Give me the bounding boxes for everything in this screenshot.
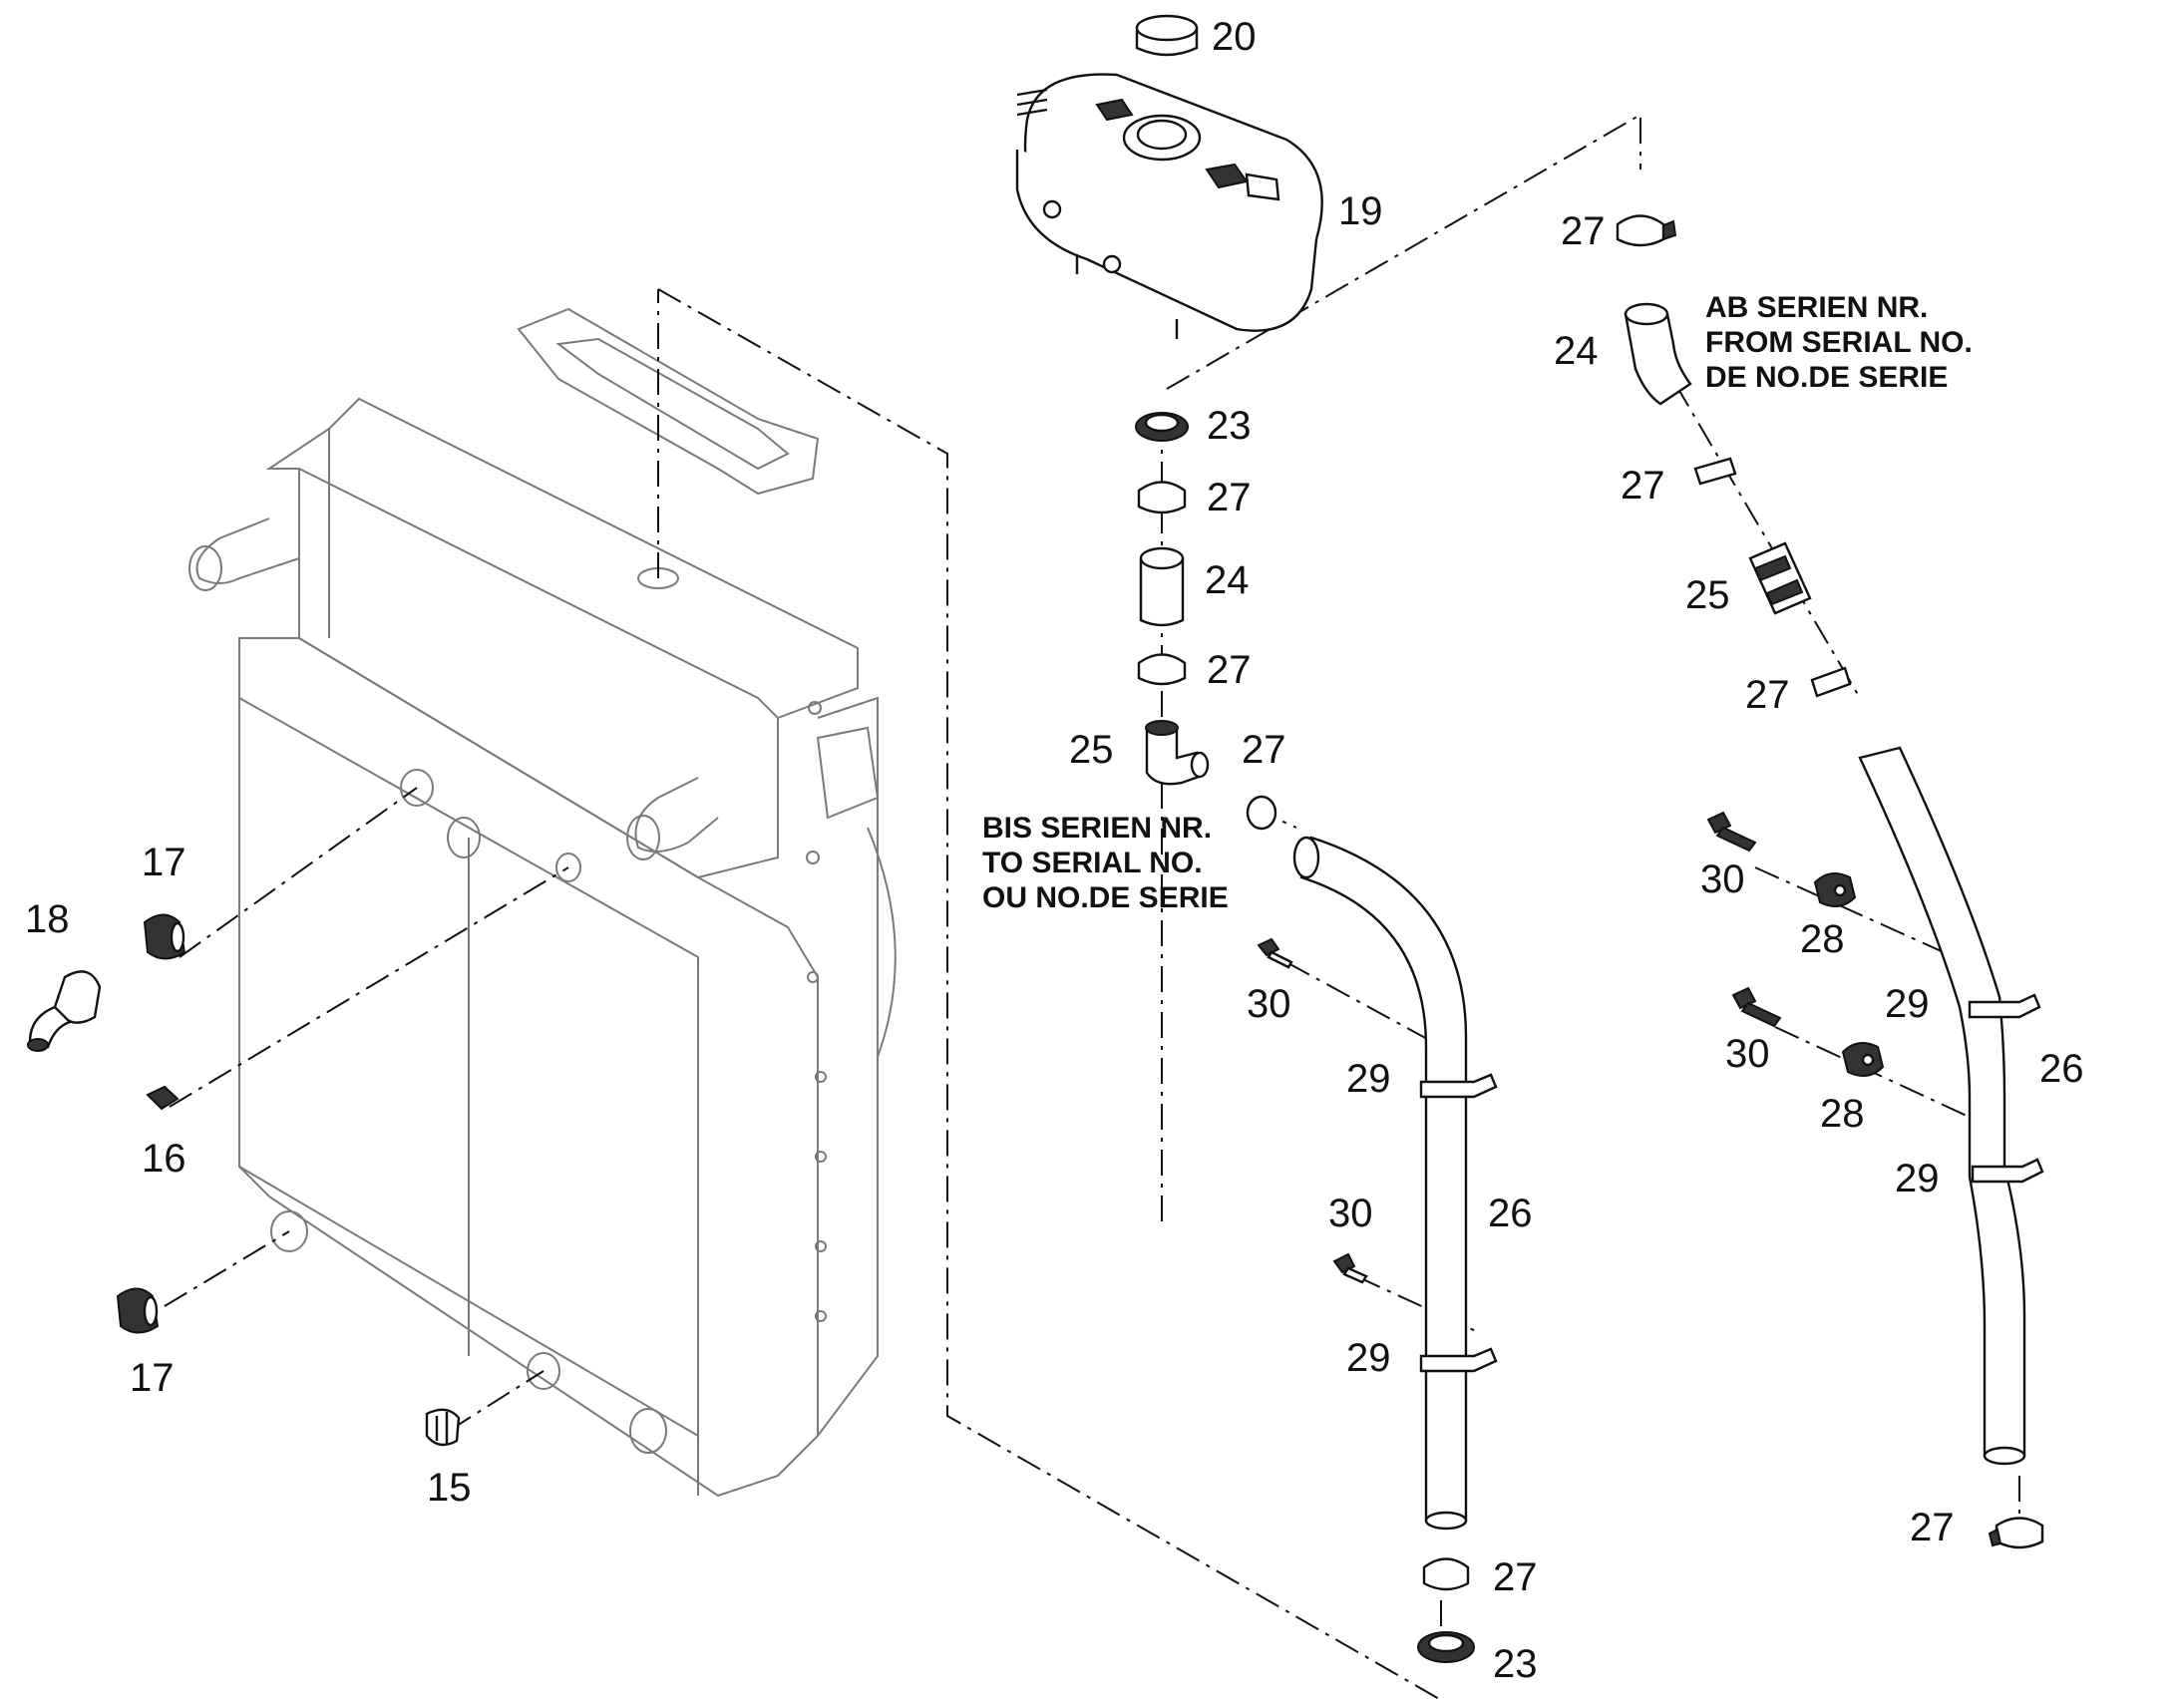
callout-28-b: 28	[1820, 1092, 1865, 1136]
callout-19: 19	[1338, 189, 1383, 233]
callout-18: 18	[25, 897, 70, 941]
callout-27-h: 27	[1910, 1506, 1955, 1549]
expansion-tank	[1015, 73, 1323, 339]
curved-hose	[1624, 312, 1692, 406]
sleeve-upper	[1693, 457, 1737, 486]
callout-29-b: 29	[1346, 1336, 1391, 1380]
clamp-bottom	[1422, 1557, 1470, 1591]
callout-30-b: 30	[1328, 1192, 1373, 1235]
note-to-serial: BIS SERIEN NR. TO SERIAL NO. OU NO.DE SE…	[982, 812, 1229, 914]
drain-plug	[425, 1408, 461, 1447]
svg-text:BIS SERIEN NR.: BIS SERIEN NR.	[982, 812, 1212, 845]
radiator-top-tank	[265, 397, 859, 720]
callout-27-c: 27	[1242, 728, 1286, 772]
callout-29-c: 29	[1885, 982, 1930, 1026]
hose-clip-lower	[1419, 1347, 1498, 1373]
callout-27-g: 27	[1745, 673, 1790, 717]
svg-text:AB SERIEN NR.: AB SERIEN NR.	[1705, 291, 1928, 324]
callout-labels: 20 19 23 27 24 27 25 27 30 29 30 26 29 2…	[25, 15, 2084, 1686]
callout-26-b: 26	[2039, 1047, 2084, 1091]
upper-left-outlet	[195, 517, 300, 584]
callout-16: 16	[142, 1137, 186, 1181]
callout-17-lower: 17	[130, 1356, 175, 1400]
callout-23-top: 23	[1207, 404, 1252, 448]
left-fittings	[27, 913, 461, 1447]
callout-30-d: 30	[1725, 1032, 1770, 1076]
callout-24-b: 24	[1554, 329, 1599, 373]
svg-text:OU NO.DE SERIE: OU NO.DE SERIE	[982, 881, 1229, 914]
hose-clip-right-lower	[1971, 1158, 2044, 1184]
callout-17-upper: 17	[142, 841, 186, 884]
bolt-upper	[1257, 937, 1280, 957]
clamp-upper	[1137, 481, 1187, 514]
callout-27-f: 27	[1621, 464, 1665, 508]
hose-left	[1299, 836, 1468, 1523]
upper-right-inlet	[634, 777, 719, 853]
callout-27-a: 27	[1207, 476, 1252, 519]
filler-cap	[1135, 14, 1199, 57]
short-hose	[1139, 558, 1185, 627]
callout-15: 15	[427, 1466, 472, 1510]
svg-text:DE NO.DE SERIE: DE NO.DE SERIE	[1705, 361, 1948, 394]
note-from-serial: AB SERIEN NR. FROM SERIAL NO. DE NO.DE S…	[1705, 291, 1973, 394]
callout-27-b: 27	[1207, 648, 1252, 692]
callout-28-a: 28	[1800, 917, 1845, 961]
clamp-right-top	[1616, 214, 1665, 247]
clamp-middle	[1137, 653, 1187, 686]
radiator-assembly	[188, 307, 897, 1498]
sleeve-lower	[1810, 666, 1852, 698]
callout-29-d: 29	[1895, 1157, 1940, 1200]
callout-26-a: 26	[1488, 1192, 1533, 1235]
center-hose-group	[1135, 412, 1498, 1663]
elbow-fitting	[1145, 726, 1204, 786]
svg-text:FROM SERIAL NO.: FROM SERIAL NO.	[1705, 326, 1973, 359]
clamp-elbow	[1246, 795, 1277, 831]
svg-text:TO SERIAL NO.: TO SERIAL NO.	[982, 847, 1203, 879]
callout-25-b: 25	[1685, 573, 1730, 617]
callout-27-e: 27	[1561, 209, 1606, 253]
hose-clip-right-upper	[1968, 993, 2041, 1019]
callout-27-d: 27	[1493, 1555, 1538, 1599]
hose-clip-upper	[1419, 1073, 1498, 1099]
gasket-plate	[517, 307, 820, 496]
clamp-right-bottom	[1995, 1517, 2044, 1549]
plug-small	[146, 1085, 180, 1111]
hose-right	[1858, 746, 2026, 1458]
callout-24-a: 24	[1205, 558, 1250, 602]
callout-30-c: 30	[1700, 857, 1745, 901]
callout-20: 20	[1212, 15, 1257, 59]
callout-30-a: 30	[1247, 982, 1291, 1026]
right-hose-group	[1616, 214, 2044, 1549]
callout-25-a: 25	[1069, 728, 1114, 772]
callout-29-a: 29	[1346, 1057, 1391, 1101]
callout-23-bottom: 23	[1493, 1642, 1538, 1686]
